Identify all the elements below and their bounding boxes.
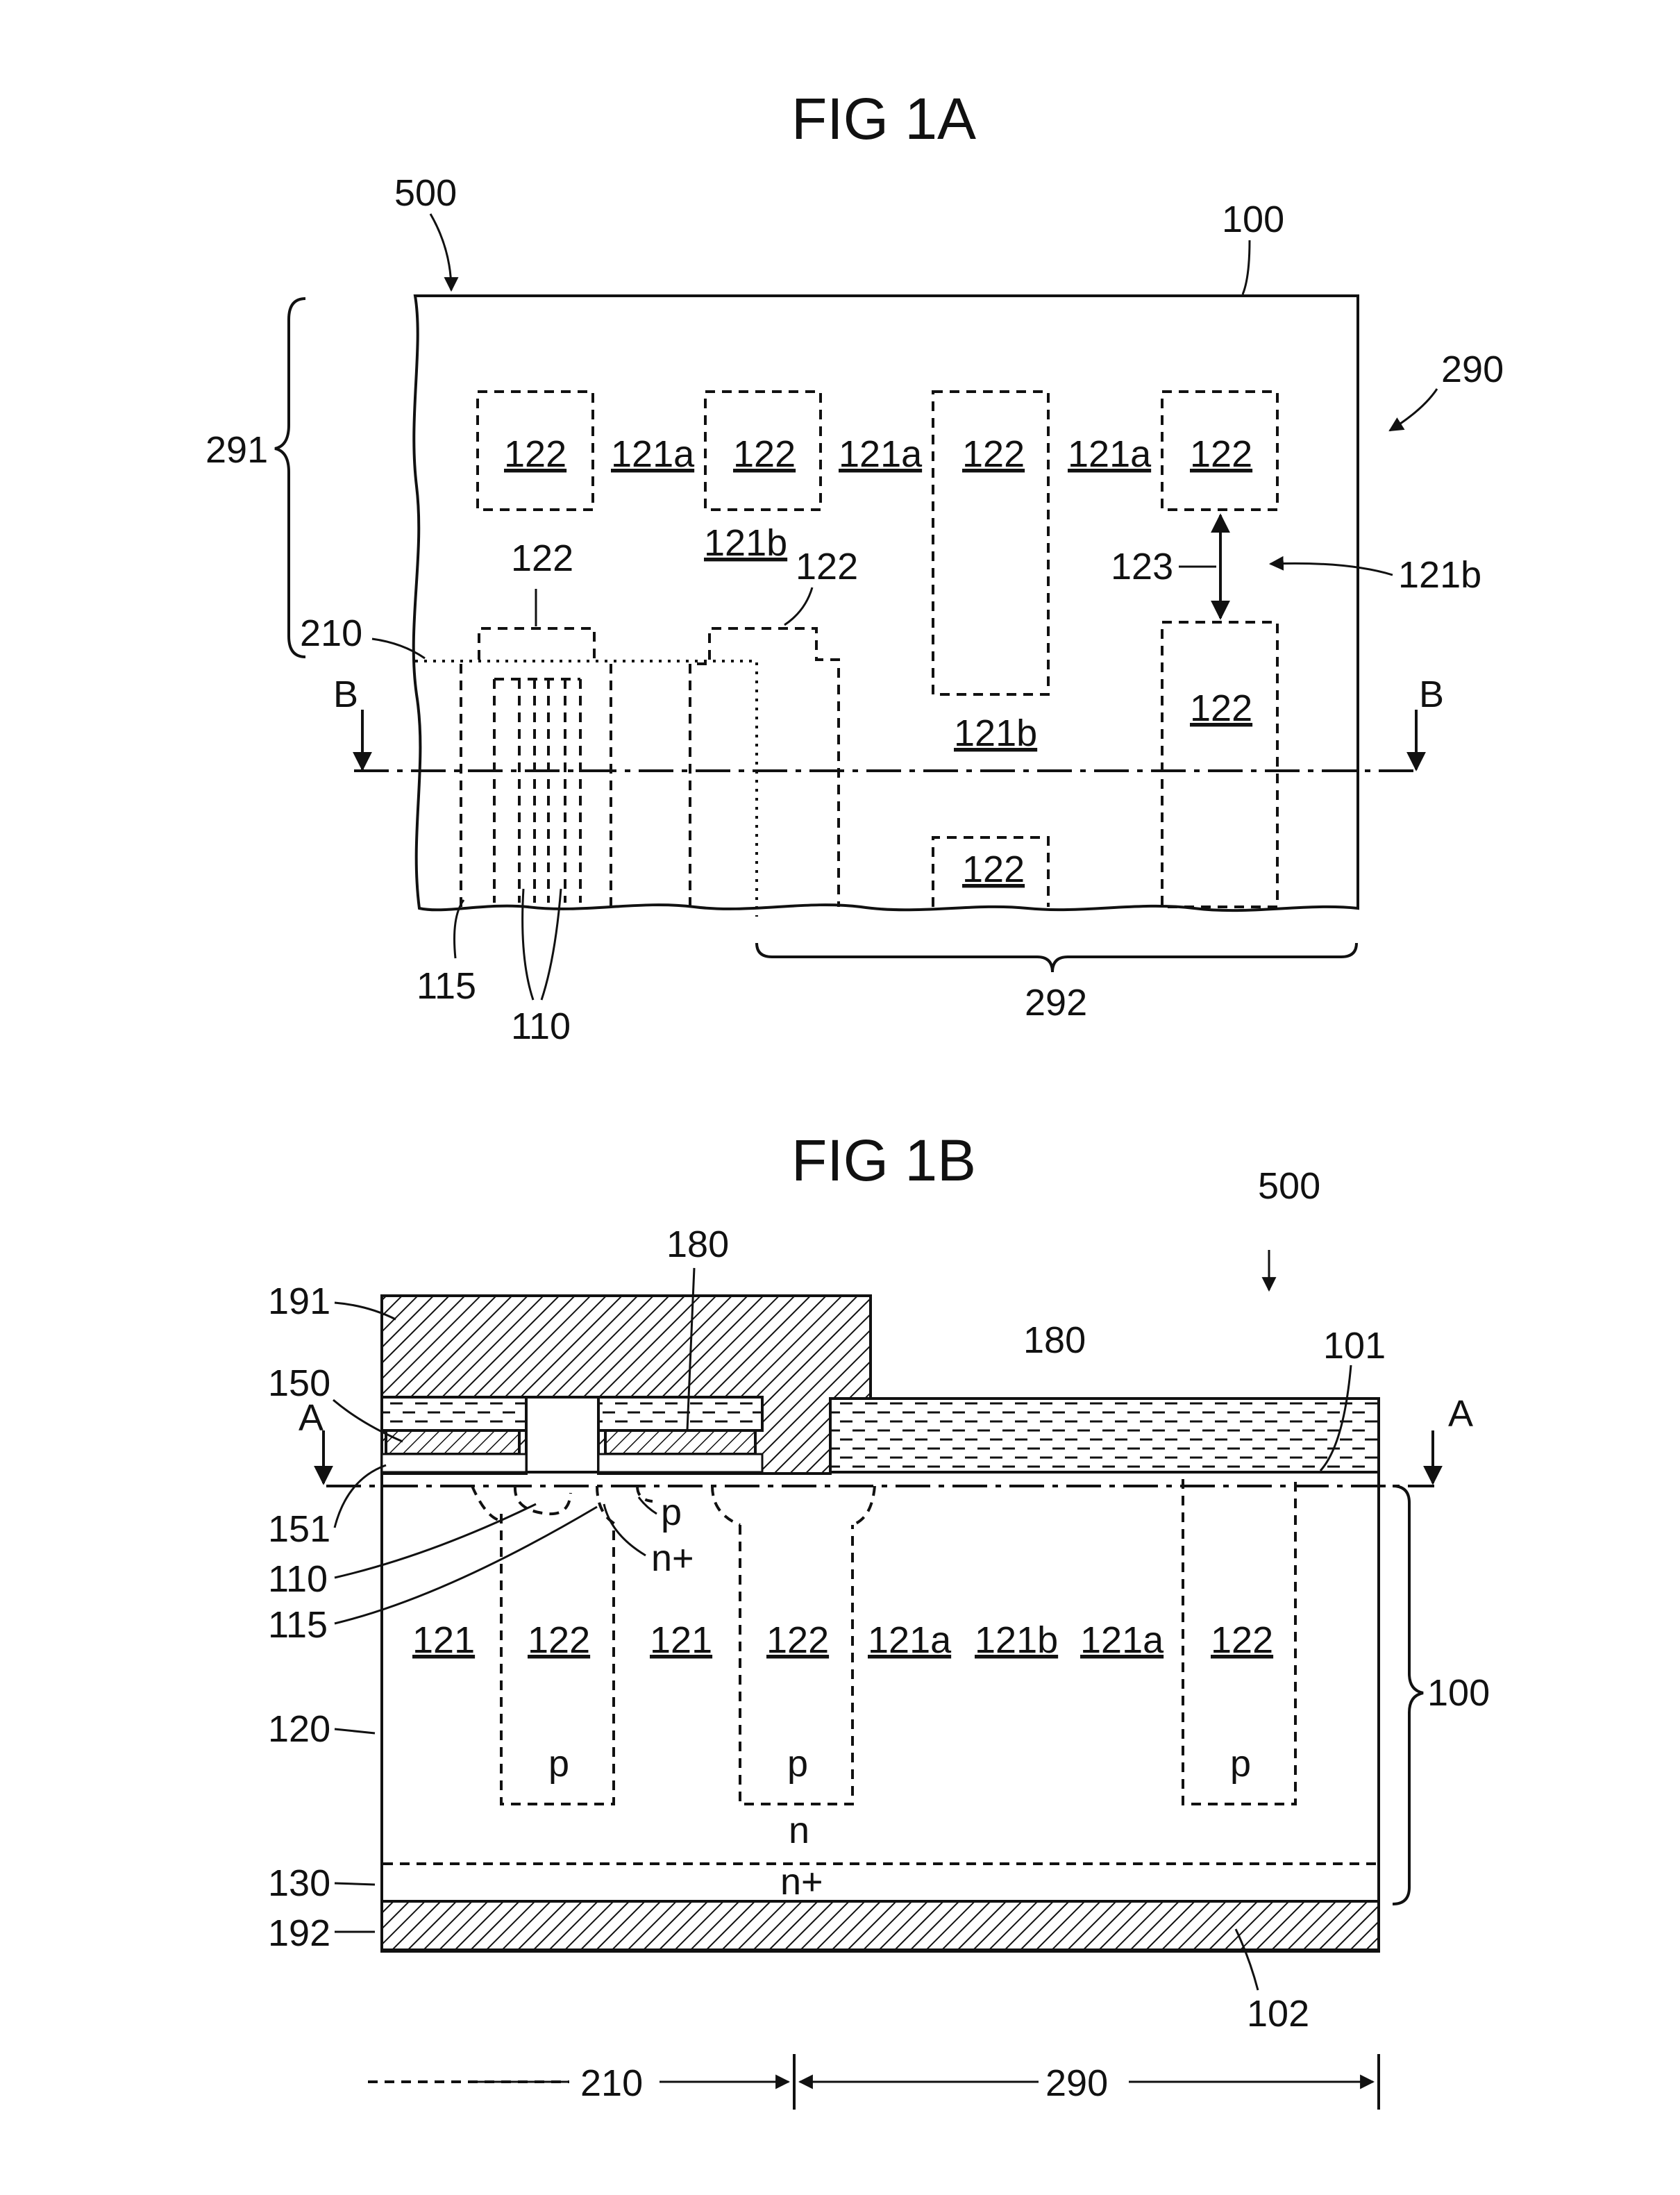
label-210-1a: 210 — [300, 612, 362, 654]
label-122-g: 122 — [511, 537, 573, 579]
label-121b-1: 121b — [704, 522, 787, 564]
label-nplus-source: n+ — [651, 1537, 694, 1579]
label-130: 130 — [268, 1862, 330, 1904]
body-region-mid-right — [712, 1486, 740, 1525]
gate-dielectric-151-left — [382, 1454, 526, 1472]
label-292: 292 — [1025, 982, 1087, 1024]
gate-electrode-150-left — [386, 1430, 519, 1454]
semiconductor-body-outline-1a — [414, 296, 1358, 910]
label-192: 192 — [268, 1912, 330, 1954]
arrow-290-1a — [1390, 389, 1437, 431]
label-p-body: p — [661, 1492, 682, 1533]
label-101: 101 — [1323, 1325, 1386, 1367]
leader-nplus-source — [604, 1504, 646, 1555]
body-region-mid-left — [597, 1486, 616, 1525]
label-290-1b: 290 — [1045, 2062, 1108, 2104]
label-122-a: 122 — [504, 433, 566, 475]
label-115-1b: 115 — [268, 1604, 328, 1646]
arrow-500-1a — [430, 214, 451, 290]
fig-1a-title: FIG 1A — [791, 86, 976, 151]
label-121b-1b: 121b — [975, 1619, 1058, 1661]
brace-100-1b — [1393, 1486, 1423, 1904]
label-290-1a: 290 — [1441, 349, 1504, 390]
leader-110-1b — [335, 1504, 536, 1578]
brace-291 — [275, 299, 305, 657]
body-region-left — [472, 1486, 501, 1521]
brace-292 — [757, 943, 1356, 972]
label-122-d: 122 — [1190, 433, 1252, 475]
leader-210-1a — [372, 639, 425, 658]
label-121a-2: 121a — [839, 433, 923, 475]
label-p-a: p — [548, 1743, 569, 1785]
leader-100-1a — [1243, 240, 1250, 294]
label-p-b: p — [787, 1743, 808, 1785]
label-210-1b: 210 — [580, 2062, 643, 2104]
label-110-1a: 110 — [511, 1005, 571, 1047]
pillar-122-e — [1162, 622, 1277, 907]
label-123: 123 — [1111, 546, 1173, 587]
label-p-c: p — [1230, 1743, 1251, 1785]
label-121-a: 121 — [412, 1619, 475, 1661]
label-122-e: 122 — [1190, 687, 1252, 729]
label-a-right: A — [1448, 1393, 1473, 1435]
fig-1b-title: FIG 1B — [791, 1128, 976, 1193]
label-500-1a: 500 — [394, 172, 457, 214]
interlayer-dielectric-180-right — [830, 1399, 1379, 1472]
label-121a-1b-2: 121a — [1080, 1619, 1164, 1661]
label-291: 291 — [205, 429, 268, 471]
leader-122-h — [784, 587, 812, 625]
label-122-h: 122 — [796, 546, 858, 587]
label-180-top: 180 — [666, 1224, 729, 1265]
label-122-1b-b: 122 — [766, 1619, 829, 1661]
label-115-1a: 115 — [417, 965, 476, 1007]
label-100-1a: 100 — [1222, 199, 1284, 240]
gate-dielectric-151-mid — [598, 1454, 762, 1472]
label-100-1b: 100 — [1427, 1672, 1490, 1714]
leader-115-1b — [335, 1507, 597, 1624]
gate-electrode-150-mid — [605, 1430, 755, 1454]
label-122-1b-c: 122 — [1211, 1619, 1273, 1661]
label-122-b: 122 — [733, 433, 796, 475]
body-region-right — [852, 1486, 875, 1525]
label-102: 102 — [1247, 1993, 1309, 2035]
label-110-1b: 110 — [268, 1558, 328, 1600]
leader-151 — [335, 1465, 386, 1528]
label-121b-right: 121b — [1398, 554, 1481, 596]
label-151: 151 — [268, 1508, 330, 1550]
leader-110-1a-b — [541, 889, 561, 1000]
leader-130 — [335, 1883, 375, 1885]
label-191: 191 — [268, 1280, 330, 1322]
label-120: 120 — [268, 1708, 330, 1750]
label-180-right: 180 — [1023, 1319, 1086, 1361]
second-electrode-192 — [382, 1901, 1379, 1950]
cell-region-210-boundary — [415, 661, 757, 917]
label-122-1b-a: 122 — [528, 1619, 590, 1661]
label-b-right: B — [1419, 674, 1444, 715]
label-121a-1b-1: 121a — [868, 1619, 952, 1661]
label-121a-1: 121a — [611, 433, 695, 475]
figure-1a: FIG 1A 122 122 122 122 121a 121a 121a 12… — [205, 86, 1504, 1047]
gate-dielectric-180-mid-top — [598, 1397, 762, 1430]
arrow-121b-right — [1270, 563, 1393, 575]
label-121b-2: 121b — [954, 712, 1037, 754]
label-b-left: B — [333, 674, 358, 715]
label-n: n — [789, 1810, 809, 1851]
label-nplus-field-stop: n+ — [780, 1861, 823, 1903]
label-500-1b: 500 — [1258, 1165, 1320, 1207]
figure-1b: FIG 1B A A 12 — [268, 1128, 1490, 2110]
label-150: 150 — [268, 1362, 330, 1404]
leader-120 — [335, 1729, 375, 1733]
label-122-f: 122 — [962, 849, 1025, 890]
gate-dielectric-180-left-top — [382, 1397, 526, 1430]
label-121-b: 121 — [650, 1619, 712, 1661]
pillar-122-stepped-right — [690, 628, 839, 907]
label-122-c: 122 — [962, 433, 1025, 475]
label-121a-3: 121a — [1068, 433, 1152, 475]
